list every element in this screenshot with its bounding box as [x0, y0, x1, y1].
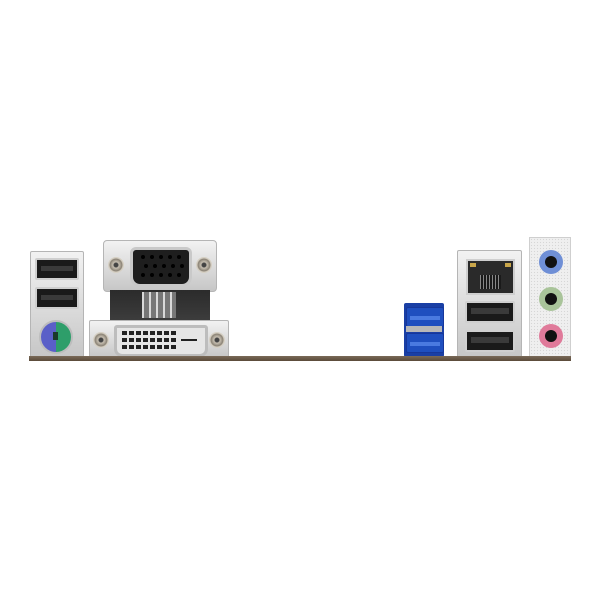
ps2-port — [39, 320, 73, 354]
usb2-port-2 — [35, 287, 79, 309]
audio-line-in-jack — [539, 250, 563, 274]
usb2-port-3 — [465, 301, 515, 323]
screw-icon — [108, 257, 124, 273]
usb3-port-1 — [406, 307, 444, 327]
lan-usb-stack — [457, 250, 522, 359]
dvi-port — [114, 325, 208, 357]
screw-icon — [196, 257, 212, 273]
vga-riser — [110, 290, 210, 320]
screw-icon — [209, 332, 225, 348]
vga-port — [130, 247, 192, 287]
audio-line-out-jack — [539, 287, 563, 311]
dvi-bracket — [89, 320, 229, 359]
pcb-edge — [29, 356, 571, 361]
audio-panel — [529, 237, 571, 359]
rj45-lan-port — [466, 259, 515, 295]
usb3-stack — [404, 303, 444, 357]
screw-icon — [93, 332, 109, 348]
usb-ps2-stack — [30, 251, 84, 359]
usb3-port-2 — [406, 333, 444, 353]
usb2-port-1 — [35, 258, 79, 280]
usb2-port-4 — [465, 330, 515, 352]
audio-mic-in-jack — [539, 324, 563, 348]
vga-bracket — [103, 240, 217, 292]
